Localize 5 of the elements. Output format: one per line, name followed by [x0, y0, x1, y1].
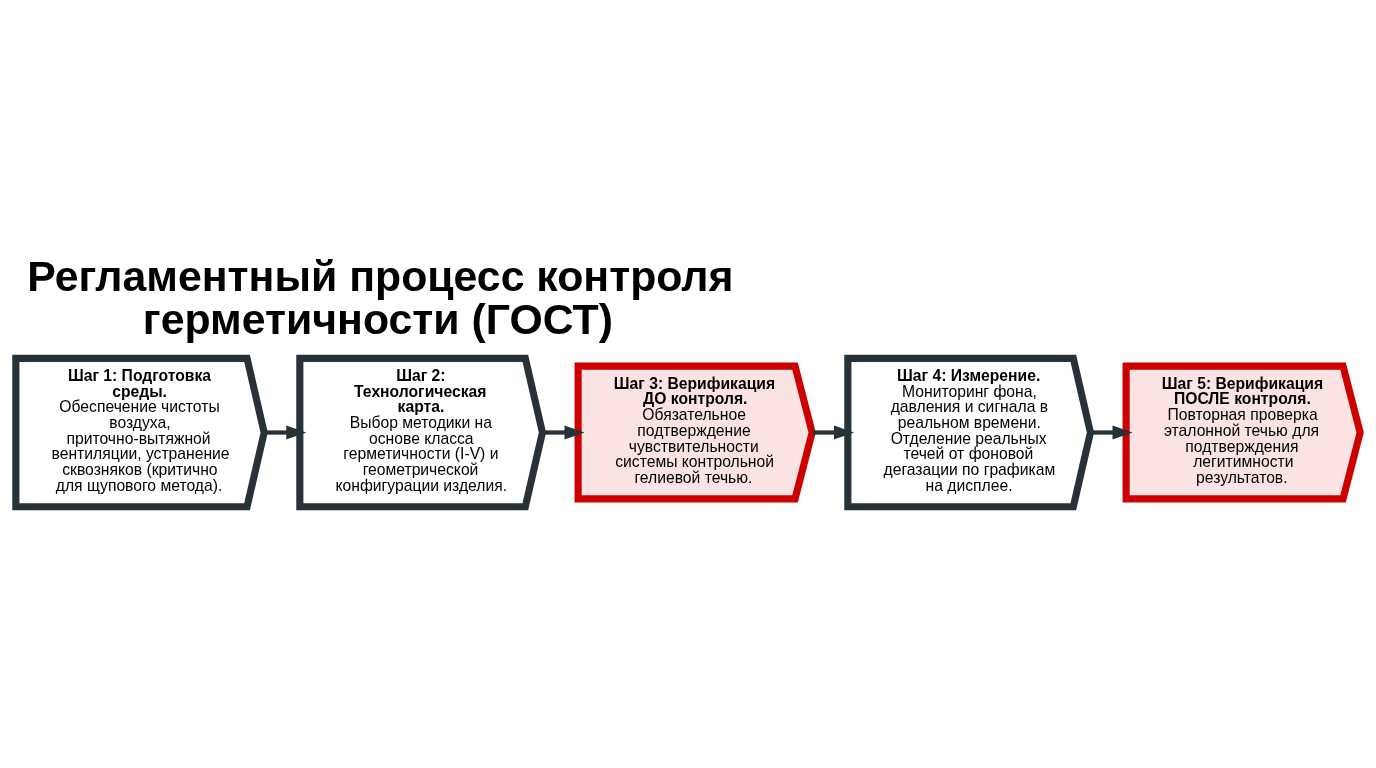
- arrow: [264, 425, 307, 440]
- arrow: [542, 425, 585, 440]
- diagram-title: Регламентный процесс контроля герметичности (ГОСТ): [27, 252, 734, 344]
- arrow: [1090, 425, 1133, 440]
- arrow: [812, 425, 855, 440]
